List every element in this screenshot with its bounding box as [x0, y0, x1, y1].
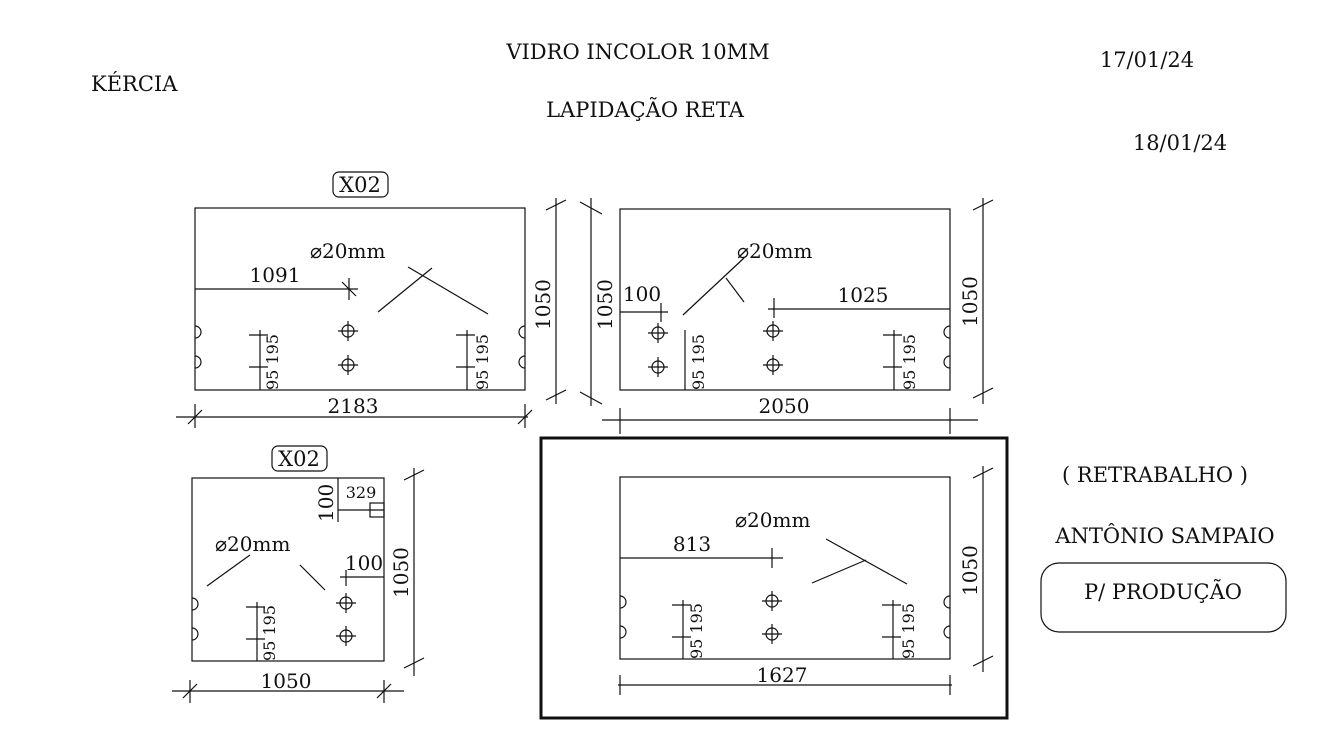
panel-4-height-tick-top: [972, 467, 994, 479]
glass-spec-title: VIDRO INCOLOR 10MM: [505, 40, 769, 64]
panel-2-leader-right: [725, 277, 745, 303]
panel-1-hinge-left-dims: 95 195: [263, 334, 282, 390]
finish-subtitle: LAPIDAÇÃO RETA: [546, 98, 745, 122]
panel-2-height-left-tick-top: [579, 201, 603, 215]
panel-3-hinge-dims: 95 195: [260, 605, 279, 661]
panel-3-tag: X02: [278, 447, 320, 471]
production-stamp-frame: [1040, 562, 1287, 633]
panel-4-notch-left-top: [619, 595, 627, 609]
panel-1-leader-left: [377, 267, 433, 313]
panel-1-height-tick-bottom: [545, 389, 567, 401]
panel-2-offset-right: 1025: [838, 283, 889, 307]
panel-2-outline: [619, 208, 951, 391]
panel-2-notch-right-top: [943, 325, 951, 339]
panel-1-notch-left-top: [194, 325, 202, 339]
panel-2-hinge-left-dims: 95 195: [689, 334, 708, 390]
panel-1-outline: [194, 207, 526, 391]
panel-4: ⌀20mm 813 95 195 95 195 1050 1627: [539, 436, 1009, 720]
panel-3: X02 329 100 ⌀20mm 100 95 195 1050: [172, 445, 425, 703]
panel-3-notch-left-top: [191, 597, 199, 611]
panel-4-leader-left: [811, 559, 867, 584]
panel-1-hole-label: ⌀20mm: [310, 239, 385, 263]
panel-4-offset: 813: [673, 532, 711, 556]
panel-3-offset: 100: [345, 551, 383, 575]
client-name: KÉRCIA: [91, 72, 178, 96]
panel-3-notch-left-bottom: [191, 627, 199, 641]
panel-1-leader-right: [407, 266, 489, 315]
panel-3-width-slash-left: [182, 683, 198, 699]
panel-4-height: 1050: [958, 545, 982, 596]
rework-note: ( RETRABALHO ): [1062, 463, 1248, 487]
panel-2-hinge-right-dims: 95 195: [900, 334, 919, 390]
panel-2-notch-right-bottom: [943, 355, 951, 369]
panel-2-height-right: 1050: [958, 276, 982, 327]
panel-2-width: 2050: [759, 394, 810, 418]
panel-4-notch-right-bottom: [943, 625, 951, 639]
delivery-date: 18/01/24: [1133, 131, 1227, 155]
panel-4-height-tick-bottom: [972, 655, 994, 667]
panel-1-width: 2183: [328, 394, 379, 418]
panel-4-hinge-left-dims: 95 195: [687, 603, 706, 659]
panel-1-notch-left-bottom: [194, 355, 202, 369]
panel-3-height: 1050: [389, 547, 413, 598]
panel-4-notch-right-top: [943, 595, 951, 609]
panel-4-leader-right: [825, 538, 908, 585]
panel-4-hinge-right-dims: 95 195: [899, 603, 918, 659]
panel-2-leader-left: [682, 257, 745, 316]
panel-1-height: 1050: [531, 279, 555, 330]
panel-3-leader-right: [299, 564, 326, 591]
panel-4-notch-left-bottom: [619, 625, 627, 639]
panel-1-width-slash-left: [187, 409, 203, 425]
panel-1-notch-right-bottom: [518, 355, 526, 369]
panel-3-hole-label: ⌀20mm: [215, 532, 290, 556]
panel-3-notch-box: [369, 502, 385, 518]
panel-1-offset: 1091: [250, 263, 301, 287]
panel-2-offset-left: 100: [623, 282, 661, 306]
panel-3-width: 1050: [261, 669, 312, 693]
panel-1-tag: X02: [339, 173, 381, 197]
order-date: 17/01/24: [1100, 48, 1194, 72]
panel-3-tag-frame: [271, 445, 328, 472]
panel-1-tag-frame: [332, 171, 389, 198]
rework-frame: [539, 436, 1009, 720]
panel-3-width-slash-right: [376, 683, 392, 699]
production-stamp: P/ PRODUÇÃO: [1084, 580, 1242, 604]
panel-2-height-left-tick-bottom: [579, 391, 603, 405]
panel-3-height-tick-bottom: [403, 657, 425, 669]
panel-4-hole-label: ⌀20mm: [735, 508, 810, 532]
panel-2-hole-label: ⌀20mm: [737, 239, 812, 263]
panel-1-notch-right-top: [518, 325, 526, 339]
panel-3-outline: [191, 477, 385, 662]
panel-2-height-left: 1050: [593, 279, 617, 330]
panel-3-notch-width: 329: [346, 483, 377, 502]
panel-2-height-right-tick-top: [972, 199, 994, 211]
panel-3-height-tick-top: [403, 469, 425, 481]
panel-2: ⌀20mm 100 1025 95 195 95 195 1050: [579, 198, 994, 434]
panel-4-width: 1627: [757, 663, 808, 687]
panel-1-width-slash-right: [517, 409, 533, 425]
person-name: ANTÔNIO SAMPAIO: [1054, 523, 1274, 548]
panel-3-leader-left: [206, 554, 251, 587]
panel-1-hinge-right-dims: 95 195: [473, 334, 492, 390]
panel-4-outline: [619, 476, 951, 660]
panel-2-height-right-tick-bottom: [972, 387, 994, 399]
panel-1: X02 ⌀20mm 1091 95 195 95 195: [176, 171, 567, 428]
panel-3-notch-height: 100: [314, 484, 338, 522]
panel-1-height-tick-top: [545, 199, 567, 211]
